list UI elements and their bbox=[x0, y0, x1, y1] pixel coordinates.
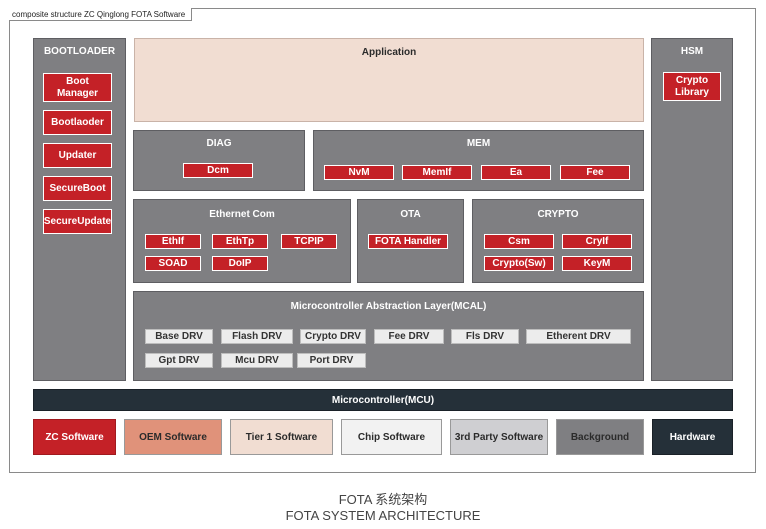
ea-block: Ea bbox=[481, 165, 551, 180]
keym-block: KeyM bbox=[562, 256, 632, 271]
fee-drv-block: Fee DRV bbox=[374, 329, 444, 344]
mcu-drv-block: Mcu DRV bbox=[221, 353, 293, 368]
ethernet-drv-block: Etherent DRV bbox=[526, 329, 631, 344]
mem-title: MEM bbox=[466, 138, 491, 149]
mcu-title: Microcontroller(MCU) bbox=[331, 394, 435, 406]
tcpip-block: TCPIP bbox=[281, 234, 337, 249]
crypto-sw-block: Crypto(Sw) bbox=[484, 256, 554, 271]
crypto-title: CRYPTO bbox=[537, 209, 579, 220]
mem-panel: MEM bbox=[313, 130, 644, 191]
port-drv-block: Port DRV bbox=[297, 353, 366, 368]
bootloader-block: Bootlaoder bbox=[43, 110, 112, 135]
secureboot-block: SecureBoot bbox=[43, 176, 112, 201]
fee-block: Fee bbox=[560, 165, 630, 180]
bootloader-title: BOOTLOADER bbox=[43, 46, 116, 57]
nvm-block: NvM bbox=[324, 165, 394, 180]
ota-title: OTA bbox=[400, 209, 421, 220]
legend-zc-software: ZC Software bbox=[33, 419, 116, 455]
ethtp-block: EthTp bbox=[212, 234, 268, 249]
legend-tier1-software: Tier 1 Software bbox=[230, 419, 333, 455]
memif-block: MemIf bbox=[402, 165, 472, 180]
legend-hardware: Hardware bbox=[652, 419, 733, 455]
caption-english: FOTA SYSTEM ARCHITECTURE bbox=[285, 508, 481, 523]
application-title: Application bbox=[361, 47, 417, 58]
doip-block: DoIP bbox=[212, 256, 268, 271]
ethif-block: EthIf bbox=[145, 234, 201, 249]
fls-drv-block: Fls DRV bbox=[451, 329, 519, 344]
diag-panel: DIAG bbox=[133, 130, 305, 191]
diag-title: DIAG bbox=[206, 138, 232, 149]
flash-drv-block: Flash DRV bbox=[221, 329, 293, 344]
updater-block: Updater bbox=[43, 143, 112, 168]
ethernet-com-title: Ethernet Com bbox=[209, 209, 275, 220]
hsm-title: HSM bbox=[680, 46, 704, 57]
dcm-block: Dcm bbox=[183, 163, 253, 178]
fota-handler-block: FOTA Handler bbox=[368, 234, 448, 249]
crypto-library-block: Crypto Library bbox=[663, 72, 721, 101]
window-tab[interactable]: composite structure ZC Qinglong FOTA Sof… bbox=[9, 8, 193, 21]
legend-background: Background bbox=[556, 419, 644, 455]
secureupdate-block: SecureUpdate bbox=[43, 209, 112, 234]
legend-chip-software: Chip Software bbox=[341, 419, 442, 455]
legend-3rd-party-software: 3rd Party Software bbox=[450, 419, 548, 455]
csm-block: Csm bbox=[484, 234, 554, 249]
legend-oem-software: OEM Software bbox=[124, 419, 222, 455]
mcal-title: Microcontroller Abstraction Layer(MCAL) bbox=[290, 301, 487, 312]
application-block: Application bbox=[134, 38, 644, 122]
gpt-drv-block: Gpt DRV bbox=[145, 353, 213, 368]
caption-chinese: FOTA 系统架构 bbox=[338, 492, 428, 507]
mcu-bar: Microcontroller(MCU) bbox=[33, 389, 733, 411]
base-drv-block: Base DRV bbox=[145, 329, 213, 344]
soad-block: SOAD bbox=[145, 256, 201, 271]
crypto-drv-block: Crypto DRV bbox=[300, 329, 366, 344]
cryif-block: CryIf bbox=[562, 234, 632, 249]
boot-manager-block: Boot Manager bbox=[43, 73, 112, 102]
